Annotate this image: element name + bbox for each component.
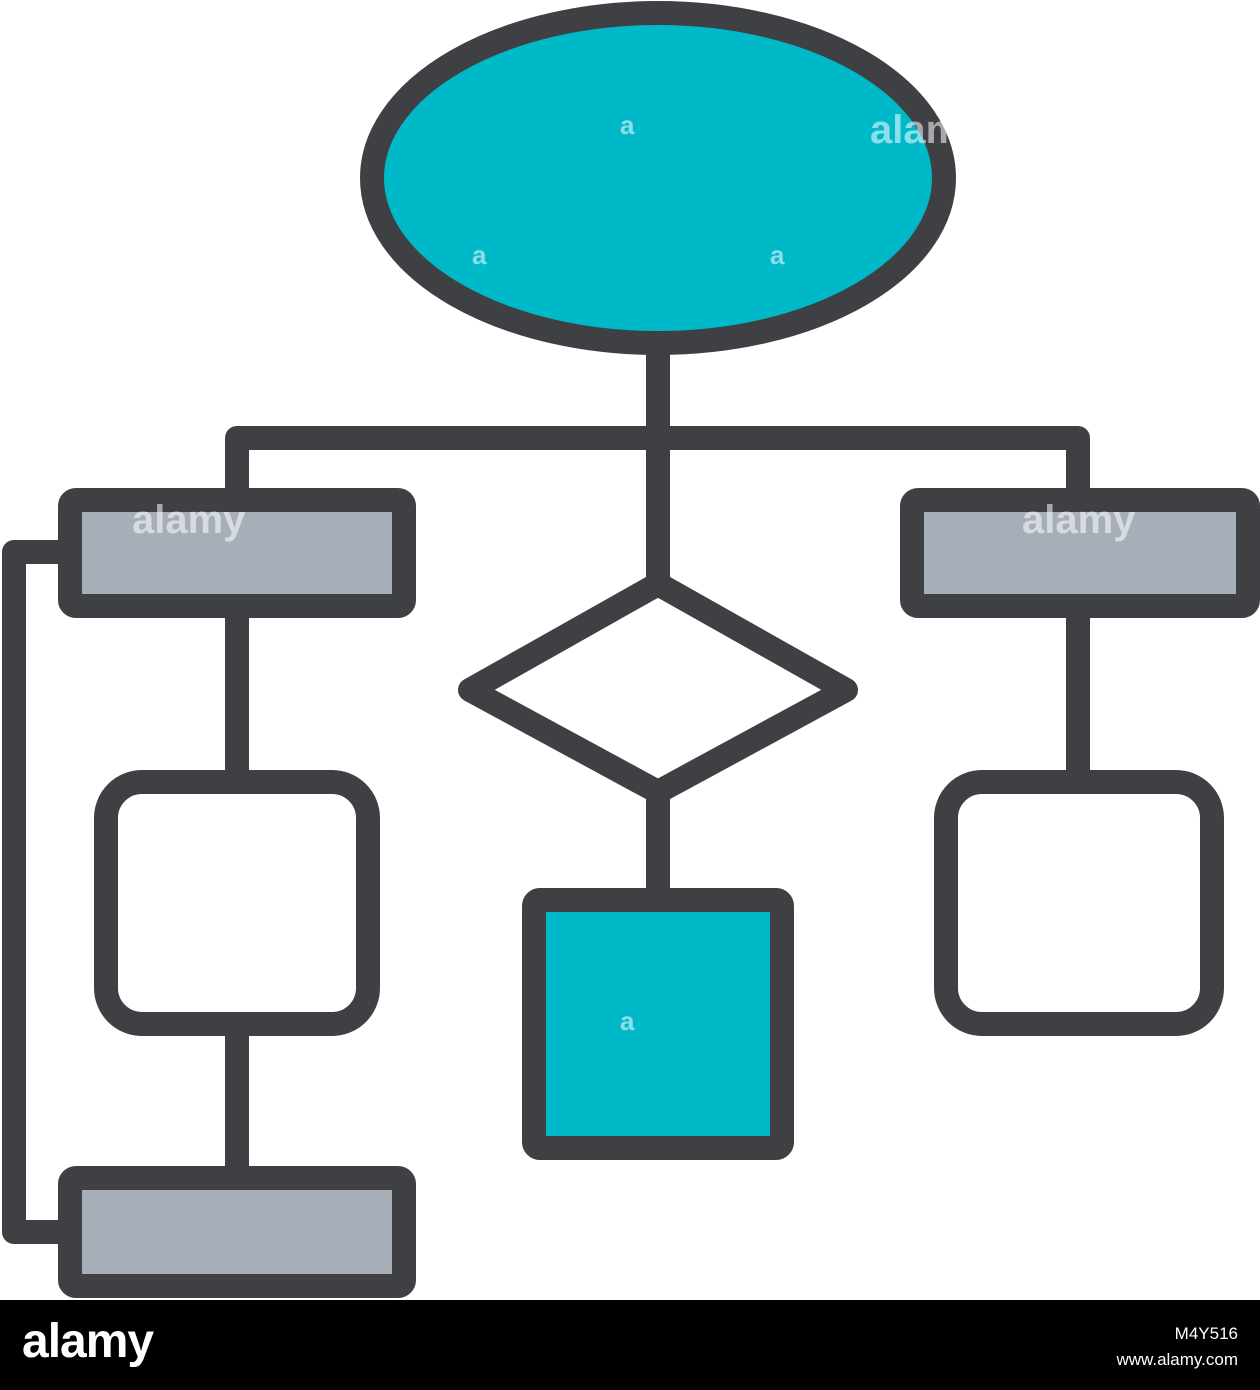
footer-url: www.alamy.com [1116, 1350, 1238, 1369]
flowchart-diagram [2, 1, 1260, 1298]
connector-end-left-loop-to-process-left [2, 540, 80, 1244]
end-left-bar-node [58, 1166, 416, 1298]
connector-start-to-process-right [646, 426, 1090, 512]
result-square-node [522, 888, 794, 1160]
decision-diamond-node [458, 572, 858, 804]
footer-image-id: M4Y516 [1174, 1324, 1238, 1343]
step-right-rounded-node [934, 770, 1224, 1036]
image-footer-bar: alamy M4Y516 www.alamy.com [0, 1300, 1260, 1390]
step-left-rounded-node [94, 770, 380, 1036]
connector-start-to-process-left [225, 426, 670, 512]
process-right-bar-node [900, 488, 1260, 618]
process-left-bar-node [58, 488, 416, 618]
flowchart-nodes [58, 1, 1260, 1298]
start-ellipse-node [360, 1, 956, 355]
connector-lines [2, 340, 1090, 1244]
footer-logo: alamy [22, 1315, 154, 1368]
